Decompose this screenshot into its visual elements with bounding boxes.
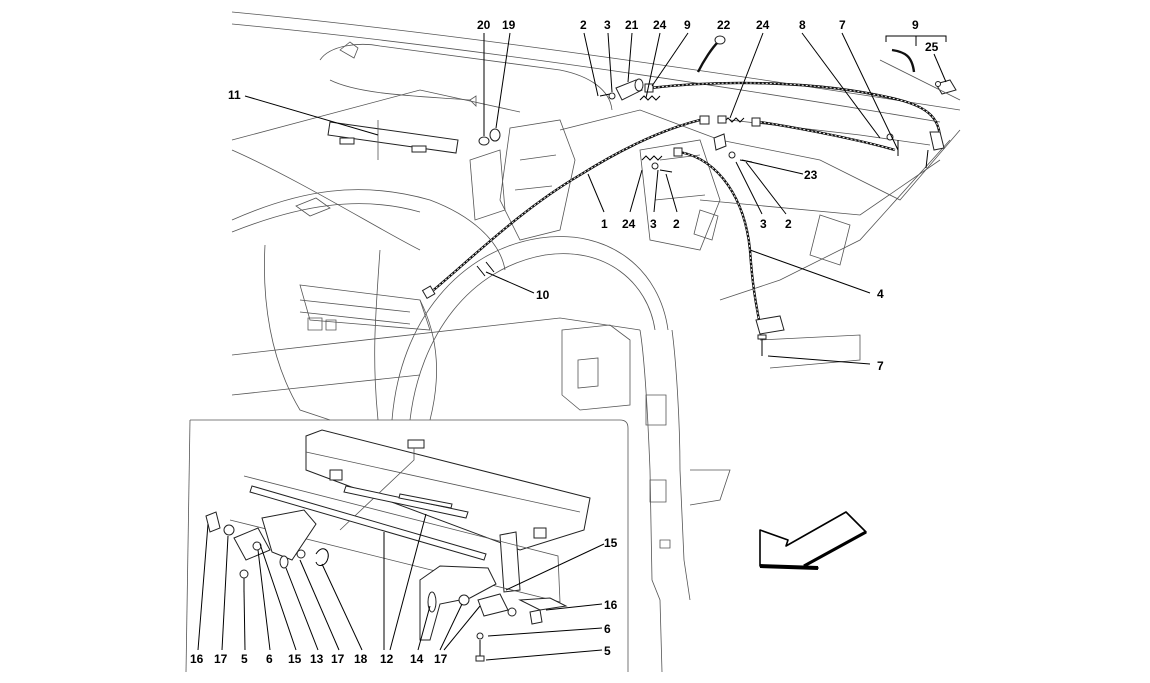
callout-5: 5 <box>241 652 248 666</box>
callout-24: 24 <box>756 18 770 32</box>
callout-2: 2 <box>580 18 587 32</box>
callout-15: 15 <box>288 652 302 666</box>
callout-15: 15 <box>604 536 618 550</box>
callout-2: 2 <box>673 217 680 231</box>
callout-18: 18 <box>354 652 368 666</box>
callout-25: 25 <box>925 40 939 54</box>
callout-21: 21 <box>625 18 639 32</box>
callout-9: 9 <box>684 18 691 32</box>
callout-6: 6 <box>266 652 273 666</box>
callout-9: 9 <box>912 18 919 32</box>
callout-11: 11 <box>228 88 241 102</box>
callout-labels-inset: 15 16 6 5 16 17 5 6 15 13 17 18 12 14 17 <box>190 536 618 666</box>
callout-17: 17 <box>434 652 448 666</box>
callout-20: 20 <box>477 18 491 32</box>
release-cables <box>421 81 945 335</box>
callout-17: 17 <box>214 652 228 666</box>
callout-8: 8 <box>799 18 806 32</box>
car-body-structure <box>231 11 961 673</box>
detail-inset <box>185 419 629 673</box>
callout-14: 14 <box>410 652 424 666</box>
callout-3: 3 <box>760 217 767 231</box>
callout-17: 17 <box>331 652 345 666</box>
front-direction-arrow <box>759 511 867 570</box>
callout-4: 4 <box>877 287 884 301</box>
detail-9-25 <box>879 35 961 101</box>
callout-13: 13 <box>310 652 324 666</box>
callout-10: 10 <box>536 288 550 302</box>
callout-3: 3 <box>650 217 657 231</box>
callout-5: 5 <box>604 644 611 658</box>
callout-23: 23 <box>804 168 818 182</box>
callout-2: 2 <box>785 217 792 231</box>
pulley-21 <box>615 78 644 101</box>
callout-12: 12 <box>380 652 394 666</box>
callout-16: 16 <box>190 652 204 666</box>
callout-19: 19 <box>502 18 516 32</box>
callout-1: 1 <box>601 217 608 231</box>
callout-3: 3 <box>604 18 611 32</box>
callout-labels-main: 11 20 19 2 3 21 24 9 22 24 8 7 9 25 23 1… <box>228 18 939 373</box>
callout-24: 24 <box>622 217 636 231</box>
leader-lines <box>197 32 947 661</box>
cable-loop-22 <box>696 35 726 73</box>
springs-and-nuts <box>599 92 899 356</box>
callout-7: 7 <box>839 18 846 32</box>
callout-24: 24 <box>653 18 667 32</box>
fasteners-19-20 <box>478 128 501 146</box>
callout-6: 6 <box>604 622 611 636</box>
callout-7: 7 <box>877 359 884 373</box>
callout-22: 22 <box>717 18 731 32</box>
callout-16: 16 <box>604 598 618 612</box>
